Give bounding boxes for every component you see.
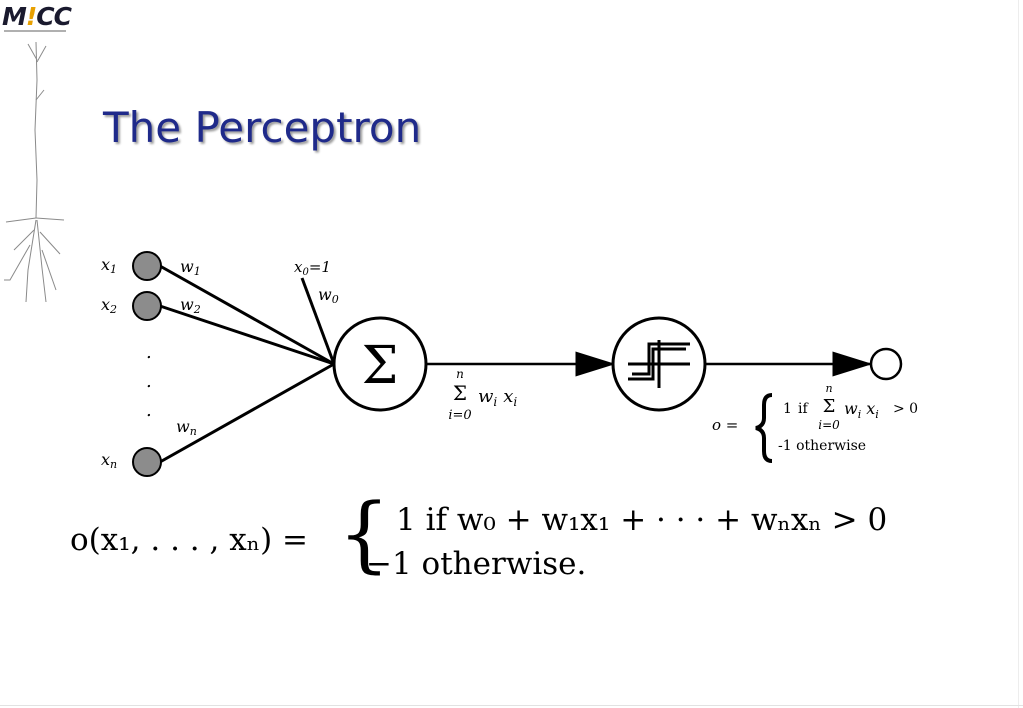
input-node-x1 [132,251,162,281]
weight-label-wn: wn [176,417,197,438]
slide-title: The Perceptron [103,103,422,152]
svg-text:o =: o = [712,416,738,434]
slide-bottom-edge [0,705,1023,706]
slide-right-edge [1018,0,1019,708]
formula-brace: { [338,487,391,582]
svg-text:n: n [456,367,464,381]
weight-label-w1: w1 [180,257,201,278]
ellipsis-dot: . [146,371,152,392]
micc-logo: M!CC [2,2,72,31]
summation-symbol: Σ [362,336,399,396]
svg-text:Σ: Σ [823,396,836,417]
output-brace [755,393,773,463]
formula-case-otherwise: −1 otherwise. [366,546,587,582]
weight-label-w2: w2 [180,295,201,316]
input-node-xn [132,447,162,477]
weight-lines [159,264,336,464]
input-label-xn: xn [101,450,117,471]
output-node [869,347,903,381]
svg-text:1: 1 [783,401,792,417]
bias-input-label: x0=1 [294,258,331,278]
step-function-icon [628,340,690,388]
svg-text:-1 otherwise: -1 otherwise [778,438,866,454]
svg-text:Σ: Σ [453,381,467,405]
svg-text:if: if [798,401,809,417]
formula-lhs: o(x₁, . . . , xₙ) = [70,522,309,558]
ellipsis-dot: . [146,342,152,363]
bias-weight-label: w0 [318,285,339,306]
logo-underline [4,30,66,32]
svg-text:i=0: i=0 [818,418,840,432]
formula-case-positive: 1 if w₀ + w₁x₁ + · · · + wₙxₙ > 0 [396,502,888,538]
ellipsis-dot: . [146,400,152,421]
input-node-x2 [132,291,162,321]
input-label-x2: x2 [101,295,117,316]
svg-text:i=0: i=0 [448,408,471,423]
input-label-x1: x1 [101,255,117,276]
neuron-illustration [4,41,65,303]
svg-text:n: n [825,382,832,395]
svg-text:> 0: > 0 [893,401,918,417]
